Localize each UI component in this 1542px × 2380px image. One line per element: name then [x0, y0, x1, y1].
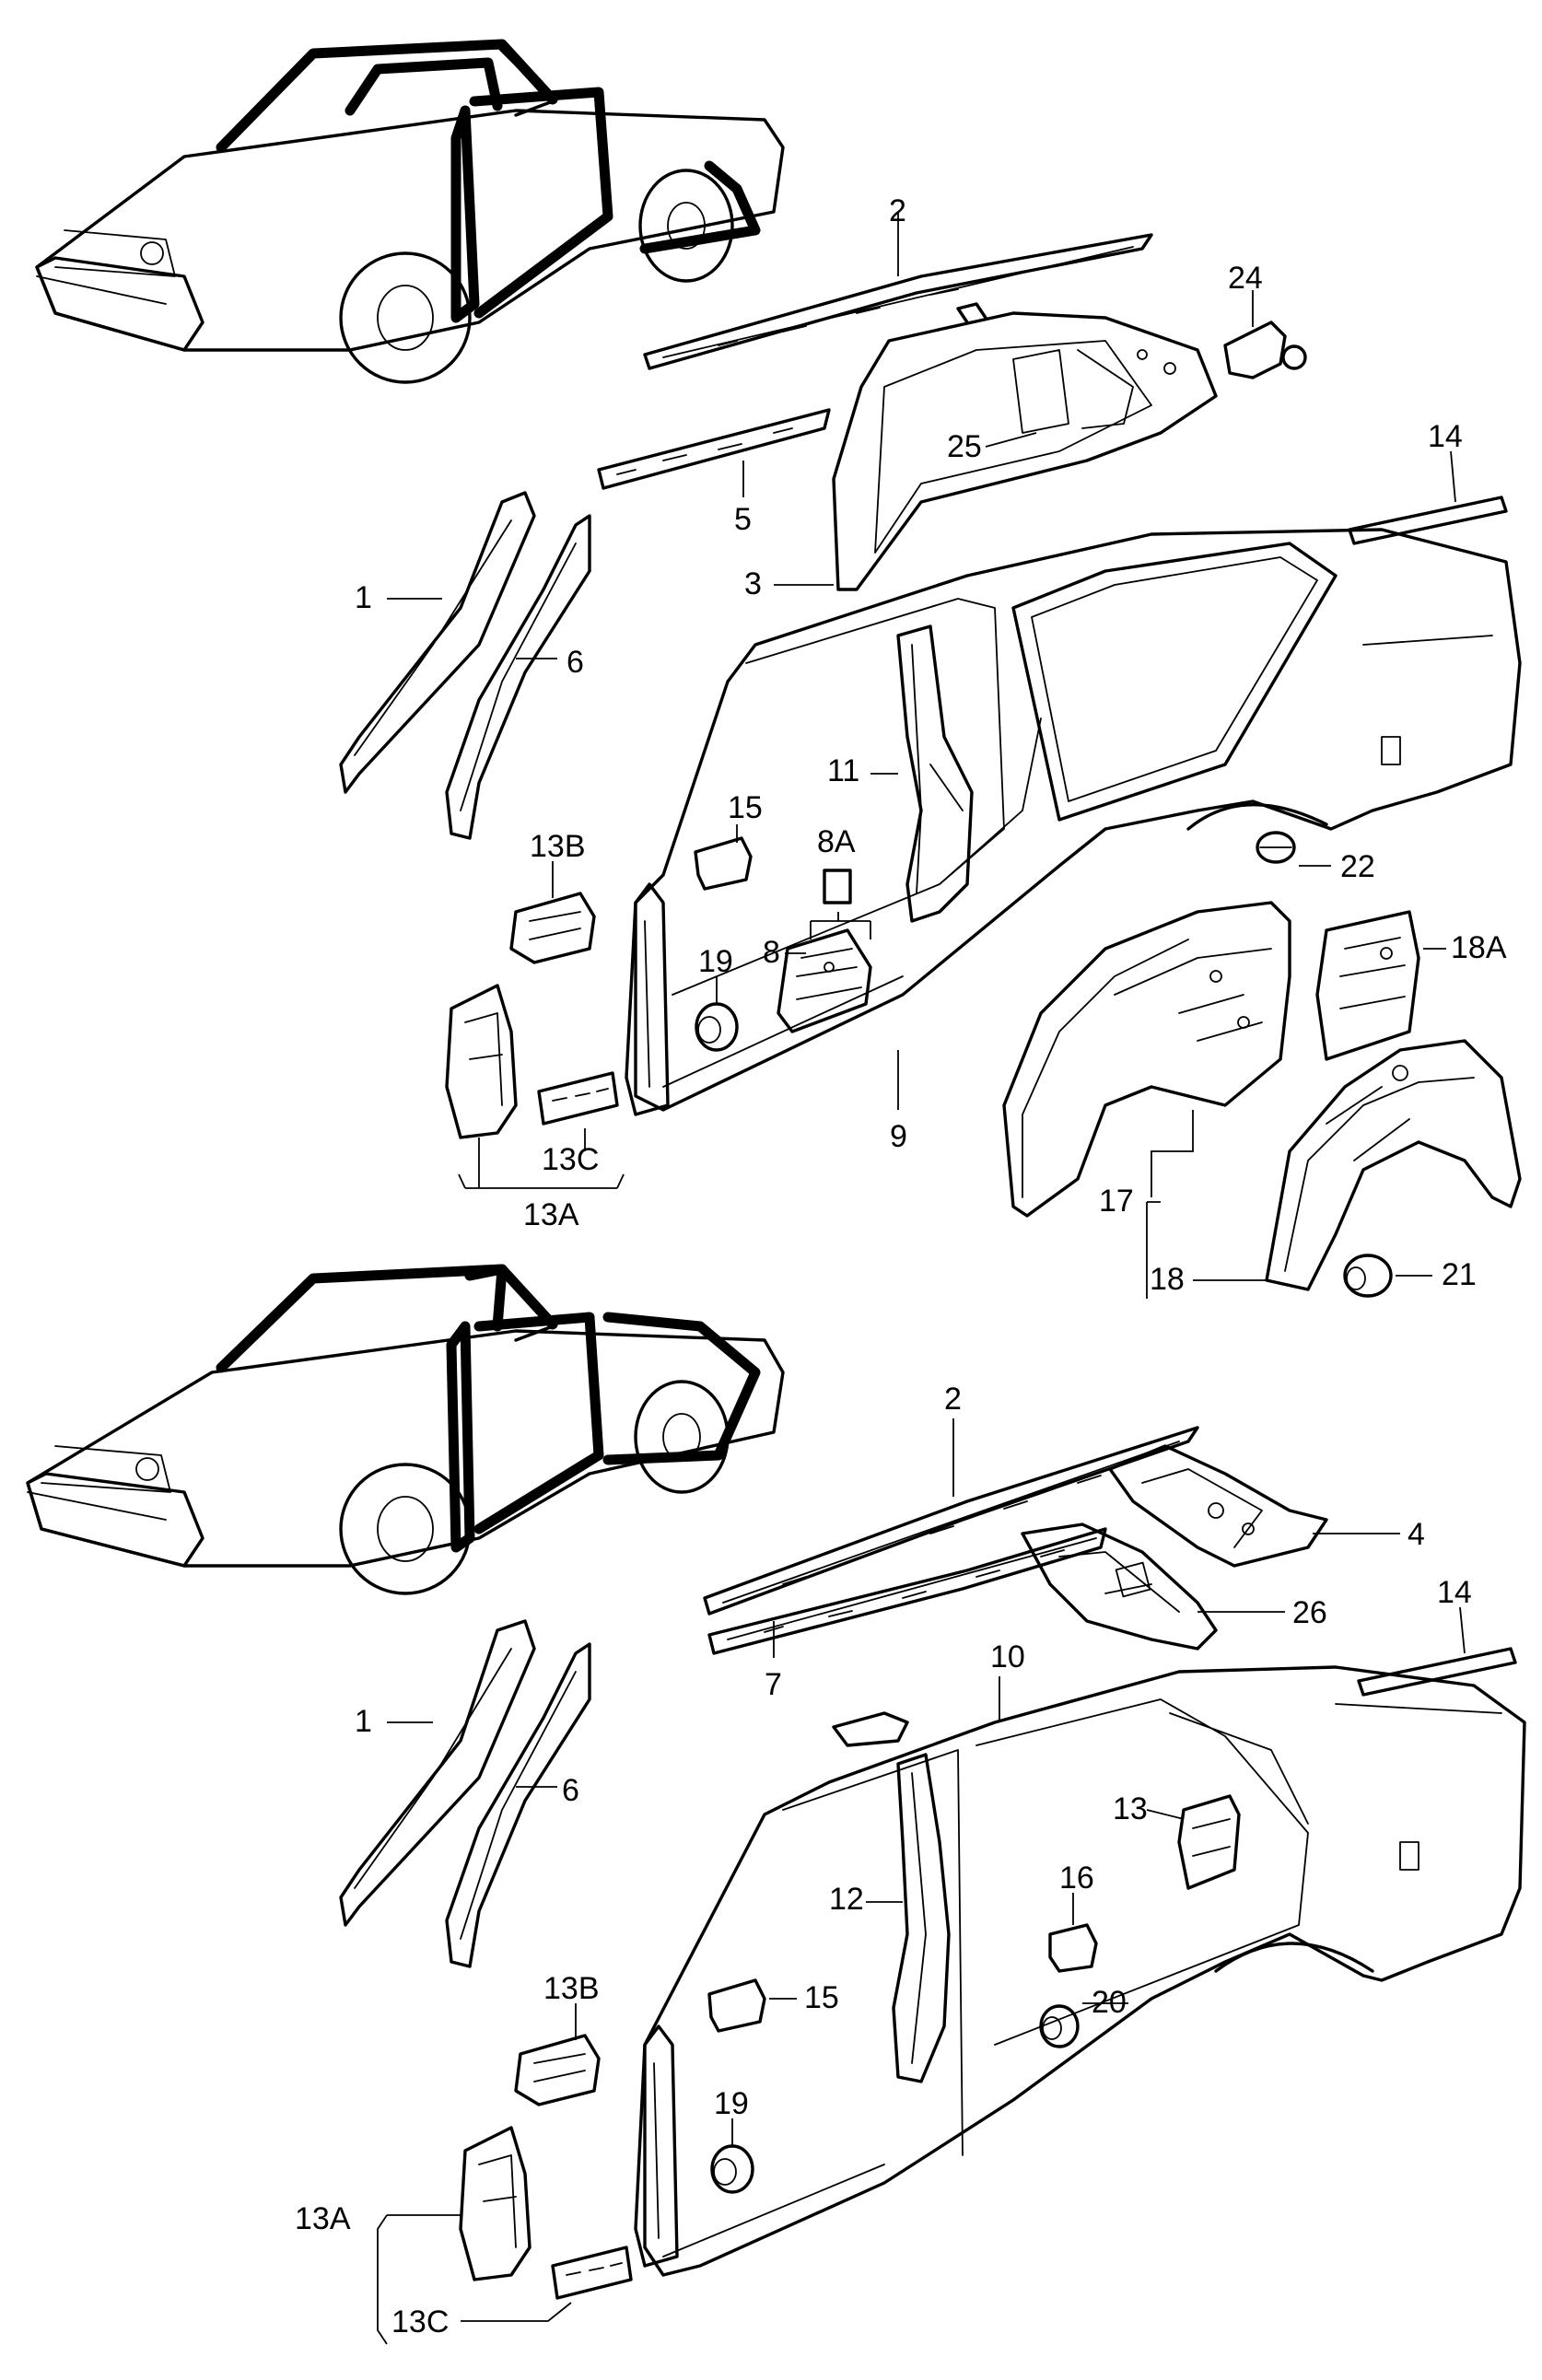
part-10-sedan-body-side [643, 1665, 1526, 2277]
label-bottom-20: 20 [1092, 1985, 1127, 2020]
part-26-rear-bracket [1021, 1522, 1218, 1651]
part-6-pillar [445, 514, 591, 840]
label-bottom-15: 15 [804, 1980, 839, 2015]
label-bottom-13a: 13A [295, 2201, 351, 2236]
label-bottom-16: 16 [1059, 1861, 1094, 1896]
roof-center-bracket [832, 1711, 909, 1747]
part-19-grommet-bottom [710, 2144, 754, 2194]
label-bottom-14: 14 [1437, 1575, 1472, 1610]
label-top-25: 25 [947, 429, 982, 464]
part-8-sill-bracket [777, 928, 872, 1033]
label-top-13b: 13B [530, 829, 586, 864]
label-top-15: 15 [728, 790, 763, 825]
part-18a-panel [1315, 910, 1420, 1061]
label-top-3: 3 [744, 566, 762, 601]
label-bottom-12: 12 [829, 1882, 864, 1917]
label-bottom-4: 4 [1408, 1517, 1425, 1552]
label-bottom-19: 19 [714, 2086, 749, 2121]
label-bottom-1: 1 [355, 1704, 372, 1739]
part-5-roof-bracket [597, 408, 831, 490]
part-6-pillar-bottom [445, 1642, 591, 1968]
label-top-1: 1 [355, 580, 372, 615]
part-13c-plate [537, 1071, 619, 1126]
part-15-bracket [694, 836, 753, 891]
part-17-wheel-arch [1002, 901, 1291, 1218]
part-13a-reinforcement-bottom [459, 2126, 532, 2281]
label-top-19: 19 [698, 944, 733, 979]
label-bottom-2: 2 [944, 1382, 962, 1417]
part-13a-reinforcement [445, 984, 518, 1139]
part-13b-bracket [509, 892, 596, 964]
part-13b-bracket-bottom [514, 2034, 601, 2106]
part-16-bracket [1048, 1923, 1098, 1973]
part-18-wheel-housing [1265, 1039, 1522, 1291]
part-19-grommet [695, 1002, 739, 1052]
part-21-grommet [1343, 1254, 1393, 1298]
label-top-13c: 13C [542, 1142, 599, 1177]
label-top-9: 9 [890, 1119, 907, 1154]
part-1-a-pillar [339, 491, 536, 794]
label-bottom-6: 6 [562, 1773, 579, 1808]
label-top-14: 14 [1428, 419, 1463, 454]
label-bottom-26: 26 [1292, 1595, 1327, 1630]
label-top-11: 11 [827, 753, 859, 788]
reference-car-coupe-icon [35, 39, 785, 384]
part-24-bracket [1223, 321, 1307, 379]
part-8a-plate [823, 869, 852, 904]
a-pillar-lower-bottom [634, 2024, 679, 2268]
part-20-grommet [1039, 2004, 1080, 2048]
label-top-8: 8 [763, 935, 780, 970]
part-11-b-pillar [896, 624, 974, 923]
part-9-coupe-body-side [634, 528, 1522, 1112]
label-top-18a: 18A [1451, 930, 1507, 965]
label-top-22: 22 [1340, 849, 1375, 884]
label-bottom-10: 10 [990, 1639, 1025, 1674]
label-bottom-13: 13 [1113, 1791, 1148, 1826]
part-2-roof-rail [643, 233, 1153, 370]
part-2-roof-rail-bottom [703, 1426, 1199, 1616]
part-1-a-pillar-bottom [339, 1619, 536, 1927]
part-13-bracket [1177, 1794, 1241, 1890]
part-12-b-pillar [892, 1753, 951, 2083]
label-bottom-13b: 13B [543, 1971, 600, 2006]
part-15-bracket-bottom [707, 1978, 766, 2033]
part-3-quarter-frame [832, 302, 1218, 591]
part-4-rear-panel [1108, 1444, 1328, 1568]
label-top-21: 21 [1442, 1257, 1477, 1292]
label-top-8a: 8A [817, 824, 856, 859]
part-22-grommet [1256, 831, 1296, 864]
label-bottom-7: 7 [765, 1667, 782, 1702]
label-bottom-13c: 13C [391, 2304, 449, 2339]
part-14-trim-strip [1348, 496, 1508, 545]
label-top-2: 2 [889, 193, 906, 228]
part-13c-plate-bottom [551, 2246, 633, 2300]
label-top-17: 17 [1099, 1184, 1134, 1219]
label-top-13a: 13A [523, 1197, 579, 1232]
part-14-trim-strip-bottom [1357, 1647, 1517, 1697]
label-top-24: 24 [1228, 261, 1263, 296]
reference-car-sedan-icon [26, 1264, 785, 1595]
a-pillar-lower-top [625, 882, 670, 1116]
label-top-5: 5 [734, 502, 752, 537]
label-top-6: 6 [567, 645, 584, 680]
label-top-18: 18 [1150, 1262, 1185, 1297]
